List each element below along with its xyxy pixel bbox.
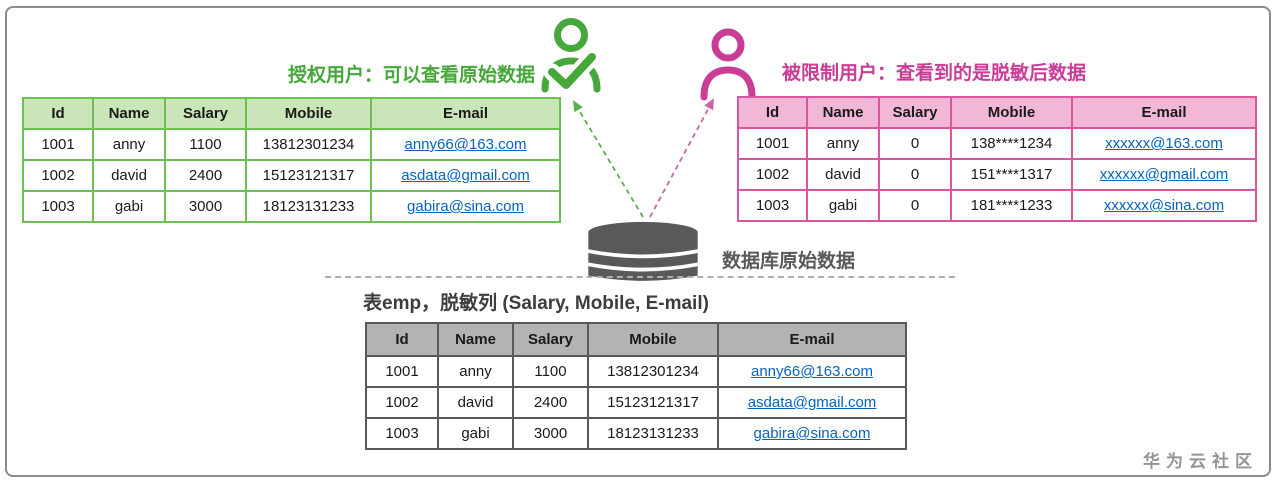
table-cell: 181****1233	[950, 189, 1073, 222]
table-cell: anny	[92, 128, 166, 161]
table-cell: gabi	[806, 189, 880, 222]
column-header: Id	[22, 97, 94, 130]
table-cell: 0	[878, 127, 952, 160]
table-cell: xxxxxx@gmail.com	[1071, 158, 1257, 191]
column-header: Mobile	[245, 97, 372, 130]
table-cell: 1002	[737, 158, 808, 191]
column-header: Name	[806, 96, 880, 129]
table-cell: 1003	[365, 417, 439, 450]
table-cell: anny	[806, 127, 880, 160]
column-header: Mobile	[587, 322, 719, 357]
table-cell: 15123121317	[587, 386, 719, 419]
table-cell: 1100	[512, 355, 589, 388]
column-header: Salary	[164, 97, 247, 130]
table-cell: 15123121317	[245, 159, 372, 192]
column-header: Salary	[512, 322, 589, 357]
authorized-user-check-icon	[541, 18, 601, 94]
column-header: E-mail	[1071, 96, 1257, 129]
database-label: 数据库原始数据	[722, 251, 856, 272]
table-cell: 18123131233	[245, 190, 372, 223]
table-cell: 3000	[164, 190, 247, 223]
table-cell: 1001	[365, 355, 439, 388]
table-cell: 2400	[512, 386, 589, 419]
table-cell: xxxxxx@163.com	[1071, 127, 1257, 160]
table-cell: david	[92, 159, 166, 192]
table-cell: gabi	[92, 190, 166, 223]
green-flow-arrow	[572, 100, 644, 218]
table-cell: anny	[437, 355, 514, 388]
table-cell: 0	[878, 189, 952, 222]
table-cell: 1001	[22, 128, 94, 161]
email-link[interactable]: asdata@gmail.com	[747, 394, 877, 411]
column-header: Name	[92, 97, 166, 130]
table-cell: 13812301234	[245, 128, 372, 161]
restricted-user-icon	[700, 28, 756, 101]
table-cell: anny66@163.com	[370, 128, 561, 161]
column-header: E-mail	[717, 322, 907, 357]
email-link[interactable]: anny66@163.com	[404, 136, 527, 153]
column-header: Mobile	[950, 96, 1073, 129]
separator-dashed-line	[325, 276, 955, 278]
table-cell: gabi	[437, 417, 514, 450]
table-cell: 3000	[512, 417, 589, 450]
table-cell: 18123131233	[587, 417, 719, 450]
table-cell: gabira@sina.com	[717, 417, 907, 450]
table-cell: 1002	[365, 386, 439, 419]
column-header: Id	[365, 322, 439, 357]
table-cell: 1003	[22, 190, 94, 223]
table-cell: 2400	[164, 159, 247, 192]
restricted-user-title: 被限制用户：查看到的是脱敏后数据	[782, 63, 1087, 84]
table-cell: 13812301234	[587, 355, 719, 388]
email-link[interactable]: gabira@sina.com	[753, 425, 871, 442]
email-link[interactable]: xxxxxx@gmail.com	[1099, 166, 1229, 183]
table-cell: 1001	[737, 127, 808, 160]
table-cell: 1100	[164, 128, 247, 161]
email-link[interactable]: asdata@gmail.com	[401, 167, 530, 184]
column-header: Name	[437, 322, 514, 357]
masked-columns-caption: 表emp，脱敏列 (Salary, Mobile, E-mail)	[363, 293, 709, 314]
column-header: E-mail	[370, 97, 561, 130]
email-link[interactable]: xxxxxx@sina.com	[1103, 197, 1225, 214]
table-cell: anny66@163.com	[717, 355, 907, 388]
table-cell: asdata@gmail.com	[370, 159, 561, 192]
authorized-user-title: 授权用户：可以查看原始数据	[287, 65, 535, 86]
table-cell: 151****1317	[950, 158, 1073, 191]
email-link[interactable]: gabira@sina.com	[407, 198, 524, 215]
table-cell: 138****1234	[950, 127, 1073, 160]
table-cell: asdata@gmail.com	[717, 386, 907, 419]
column-header: Salary	[878, 96, 952, 129]
email-link[interactable]: xxxxxx@163.com	[1105, 135, 1223, 152]
table-cell: gabira@sina.com	[370, 190, 561, 223]
table-cell: 0	[878, 158, 952, 191]
table-cell: 1002	[22, 159, 94, 192]
table-cell: david	[437, 386, 514, 419]
pink-flow-arrow	[649, 98, 714, 218]
table-cell: 1003	[737, 189, 808, 222]
table-cell: xxxxxx@sina.com	[1071, 189, 1257, 222]
huawei-cloud-community-watermark: 华为云社区	[1143, 452, 1258, 471]
email-link[interactable]: anny66@163.com	[751, 363, 873, 380]
column-header: Id	[737, 96, 808, 129]
table-cell: david	[806, 158, 880, 191]
